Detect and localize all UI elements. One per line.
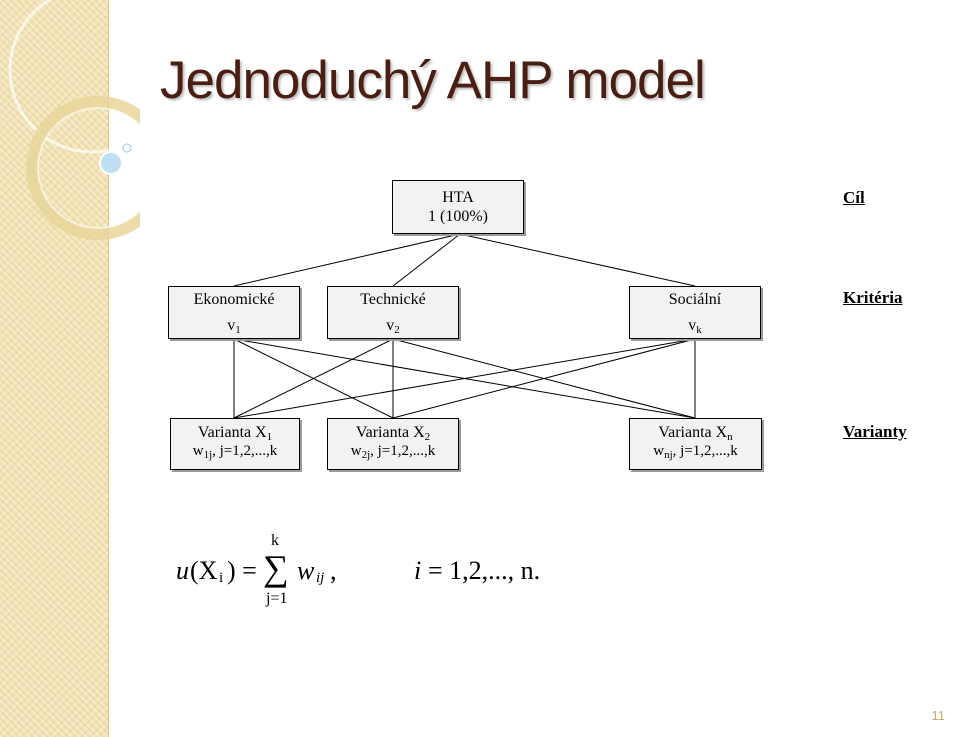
criterion-weight: vk [688,317,702,336]
inner-ring [26,96,140,240]
formula-close-eq: ) = [227,556,257,585]
alternative-weight: w1j, j=1,2,...,k [192,443,278,461]
goal-name: HTA [442,189,474,206]
goal-node: HTA 1 (100%) [392,180,524,234]
inner-ring-highlight [37,107,140,229]
outer-ring [8,0,140,154]
criterion-weight: v2 [386,317,400,336]
formula-comma: , [330,556,337,585]
alternative-name: Varianta X2 [355,424,431,443]
bubble-large [99,151,123,175]
level-label-alternatives: Varianty [843,422,907,441]
formula-w: w [297,556,315,585]
formula-sigma-icon: ∑ [263,548,289,588]
bubble-small [122,143,132,153]
criterion-weight: v1 [227,317,241,336]
slide-number: 11 [931,708,946,723]
alternative-node-n: Varianta Xn wnj, j=1,2,...,k [629,418,762,470]
criterion-node-2: Technické v2 [327,286,459,339]
edge-goal-criterion-1 [233,233,461,287]
edge-goal-criterion-2 [392,233,461,287]
criterion-node-k: Sociální vk [629,286,761,339]
criterion-node-1: Ekonomické v1 [168,286,300,339]
formula-u: u [176,556,189,585]
criterion-name: Ekonomické [193,291,275,308]
decorative-rings [8,0,140,240]
alternative-name: Varianta X1 [197,424,273,443]
formula-sub-i: i [219,570,224,586]
goal-value: 1 (100%) [428,208,488,225]
edge-goal-criterion-k [459,233,696,287]
formula-open: (X [190,556,218,585]
edge-ck-a2 [392,338,696,419]
page-title: Jednoduchý AHP model [160,51,706,110]
edge-ck-a1 [233,338,696,419]
alternative-weight: w2j, j=1,2,...,k [350,443,436,461]
formula-w-sub: ij [316,570,325,586]
alternative-node-1: Varianta X1 w1j, j=1,2,...,k [170,418,300,470]
level-label-criteria: Kritéria [843,288,903,307]
edge-c2-a1 [233,338,394,419]
criterion-name: Sociální [668,291,722,308]
formula-i: i [414,556,422,585]
criterion-name: Technické [360,291,426,308]
formula-range: = 1,2,..., n. [428,556,541,585]
alternative-name: Varianta Xn [658,424,733,443]
formula-upper-k: k [271,532,279,549]
alternative-weight: wnj, j=1,2,...,k [653,443,738,461]
level-label-goal: Cíl [843,188,865,207]
formula-lower-j: j=1 [266,590,288,607]
alternative-node-2: Varianta X2 w2j, j=1,2,...,k [327,418,459,470]
utility-formula: u (X i ) = k ∑ j=1 w ij , i = 1,2,..., n… [170,530,590,615]
